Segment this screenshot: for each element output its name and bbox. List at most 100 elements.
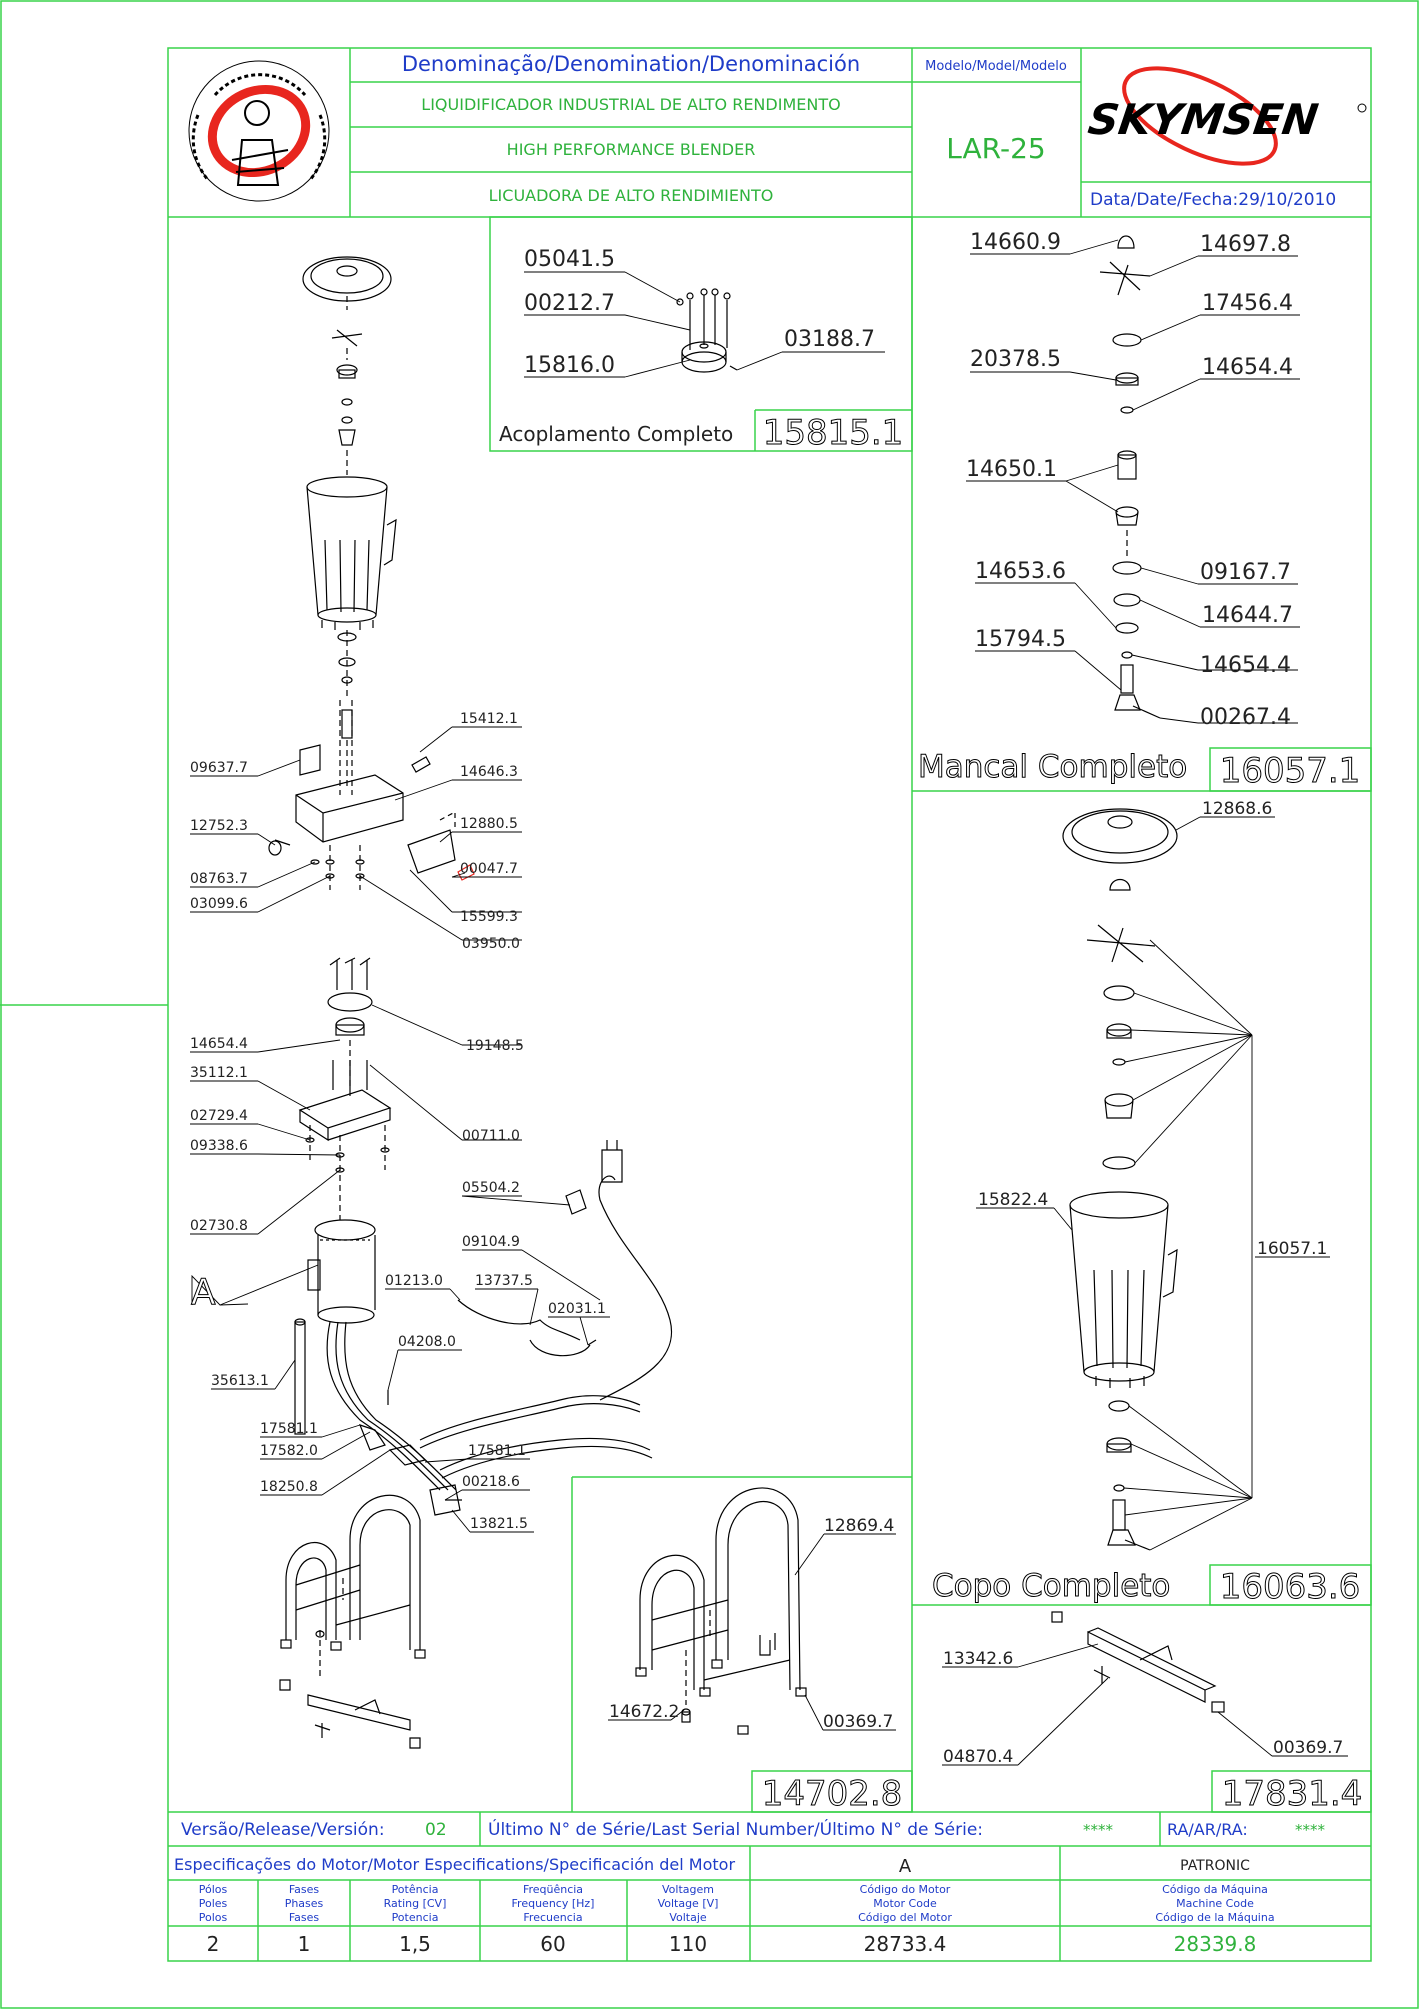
label-08763-7: 08763.7 <box>190 871 248 887</box>
label-00212-7: 00212.7 <box>524 291 615 316</box>
label-00711-0: 00711.0 <box>462 1128 520 1144</box>
machine-code-value: 28339.8 <box>1174 1932 1257 1956</box>
volt-header-pt: Voltagem <box>662 1883 714 1896</box>
cup-title: Copo Completo <box>932 1568 1170 1604</box>
coupling-labels: 05041.5 00212.7 03188.7 15816.0 Acoplame… <box>499 247 904 454</box>
svg-text:Frecuencia: Frecuencia <box>523 1911 582 1924</box>
label-16057-1: 16057.1 <box>1257 1239 1327 1259</box>
label-15822-4: 15822.4 <box>978 1190 1048 1210</box>
label-00369-7-stand: 00369.7 <box>823 1712 893 1732</box>
svg-text:Freqüência: Freqüência <box>523 1883 583 1896</box>
maker-name: PATRONIC <box>1180 1858 1250 1874</box>
freq-header-en: Frequency [Hz] <box>512 1897 595 1910</box>
phases-header-pt: Fases <box>289 1883 320 1896</box>
bar-code: 17831.4 <box>1222 1774 1363 1814</box>
label-14653-6: 14653.6 <box>975 559 1066 584</box>
machinecode-header-es: Código de la Máquina <box>1155 1911 1274 1924</box>
bearing-code: 16057.1 <box>1220 751 1361 791</box>
label-09104-9: 09104.9 <box>462 1234 520 1250</box>
label-04208-0: 04208.0 <box>398 1334 456 1350</box>
svg-text:Motor Code: Motor Code <box>873 1897 937 1910</box>
model-label: Modelo/Model/Modelo <box>925 59 1067 74</box>
label-14654-4: 14654.4 <box>190 1036 248 1052</box>
stand-labels: 12869.4 14672.2 00369.7 14702.8 <box>608 1516 903 1815</box>
label-00047-7: 00047.7 <box>460 861 518 877</box>
date-value: 29/10/2010 <box>1238 190 1336 210</box>
coupling-drawing <box>676 288 738 373</box>
phases-header-en: Phases <box>285 1897 324 1910</box>
label-02729-4: 02729.4 <box>190 1108 248 1124</box>
release-label: Versão/Release/Versión: <box>181 1820 385 1840</box>
label-00267-4: 00267.4 <box>1200 705 1291 730</box>
svg-text:Potencia: Potencia <box>392 1911 439 1924</box>
motor-code-value: 28733.4 <box>864 1932 947 1956</box>
label-04870-4: 04870.4 <box>943 1747 1013 1767</box>
label-14644-7: 14644.7 <box>1202 603 1293 628</box>
footer: Versão/Release/Versión: 02 Último N° de … <box>174 1818 1326 1956</box>
svg-text:Fases: Fases <box>289 1911 320 1924</box>
main-assembly-drawing <box>268 256 673 1749</box>
svg-text:Código do Motor: Código do Motor <box>860 1883 951 1896</box>
label-12868-6: 12868.6 <box>1202 799 1272 819</box>
name-en: HIGH PERFORMANCE BLENDER <box>507 140 756 159</box>
label-18250-8: 18250.8 <box>260 1479 318 1495</box>
serial-label: Último N° de Série/Last Serial Number/Úl… <box>488 1818 983 1840</box>
freq-header-pt: Freqüência <box>523 1883 583 1896</box>
svg-text:Polos: Polos <box>199 1911 228 1924</box>
label-14697-8: 14697.8 <box>1200 232 1291 257</box>
label-00218-6: 00218.6 <box>462 1474 520 1490</box>
power-header-es: Potencia <box>392 1911 439 1924</box>
stand-drawing <box>635 1487 807 1735</box>
power-header-en: Rating [CV] <box>384 1897 447 1910</box>
label-15816-0: 15816.0 <box>524 353 615 378</box>
cup-labels: 12868.6 15822.4 16057.1 Copo Completo 16… <box>932 799 1361 1608</box>
label-02730-8: 02730.8 <box>190 1218 248 1234</box>
power-header-pt: Potência <box>392 1883 439 1896</box>
name-es: LICUADORA DE ALTO RENDIMIENTO <box>489 186 774 205</box>
machinecode-header-en: Machine Code <box>1176 1897 1254 1910</box>
label-17582-0: 17582.0 <box>260 1443 318 1459</box>
label-35112-1: 35112.1 <box>190 1065 248 1081</box>
label-00369-7-bar: 00369.7 <box>1273 1738 1343 1758</box>
svg-text:Machine Code: Machine Code <box>1176 1897 1254 1910</box>
label-01213-0: 01213.0 <box>385 1273 443 1289</box>
header: Denominação/Denomination/Denominación Mo… <box>188 52 1367 210</box>
svg-text:Voltaje: Voltaje <box>669 1911 707 1924</box>
svg-text:Código del Motor: Código del Motor <box>858 1911 952 1924</box>
bar-labels: 13342.6 04870.4 00369.7 17831.4 <box>942 1643 1363 1815</box>
label-13821-5: 13821.5 <box>470 1516 528 1532</box>
motor-letter: A <box>899 1856 912 1877</box>
stand-code: 14702.8 <box>762 1774 903 1814</box>
motorcode-header-es: Código del Motor <box>858 1911 952 1924</box>
poles-value: 2 <box>207 1932 220 1956</box>
machinecode-header-pt: Código da Máquina <box>1162 1883 1268 1896</box>
svg-text:Potência: Potência <box>392 1883 439 1896</box>
brand-name: SKYMSEN <box>1085 95 1321 144</box>
label-09637-7: 09637.7 <box>190 760 248 776</box>
svg-text:Rating [CV]: Rating [CV] <box>384 1897 447 1910</box>
brand-logo: SKYMSEN <box>1085 66 1367 166</box>
volt-value: 110 <box>669 1932 707 1956</box>
power-value: 1,5 <box>399 1932 431 1956</box>
svg-text:Data/Date/Fecha:29/10/2010: Data/Date/Fecha:29/10/2010 <box>1090 190 1336 210</box>
svg-text:Pólos: Pólos <box>199 1883 228 1896</box>
label-02031-1: 02031.1 <box>548 1301 606 1317</box>
name-pt: LIQUIDIFICADOR INDUSTRIAL DE ALTO RENDIM… <box>421 95 840 114</box>
motorcode-header-en: Motor Code <box>873 1897 937 1910</box>
assistance-seal <box>188 60 330 202</box>
label-14654-4-bottom: 14654.4 <box>1200 653 1291 678</box>
label-17581-1-left: 17581.1 <box>260 1421 318 1437</box>
label-14646-3: 14646.3 <box>460 764 518 780</box>
release-value: 02 <box>425 1820 447 1840</box>
motorcode-header-pt: Código do Motor <box>860 1883 951 1896</box>
svg-text:Poles: Poles <box>199 1897 228 1910</box>
svg-text:Código de la Máquina: Código de la Máquina <box>1155 1911 1274 1924</box>
cup-code: 16063.6 <box>1220 1567 1361 1607</box>
label-12869-4: 12869.4 <box>824 1516 894 1536</box>
label-15599-3: 15599.3 <box>460 909 518 925</box>
svg-text:Voltage [V]: Voltage [V] <box>658 1897 719 1910</box>
label-12752-3: 12752.3 <box>190 818 248 834</box>
label-09167-7: 09167.7 <box>1200 560 1291 585</box>
coupling-title: Acoplamento Completo <box>499 422 733 446</box>
